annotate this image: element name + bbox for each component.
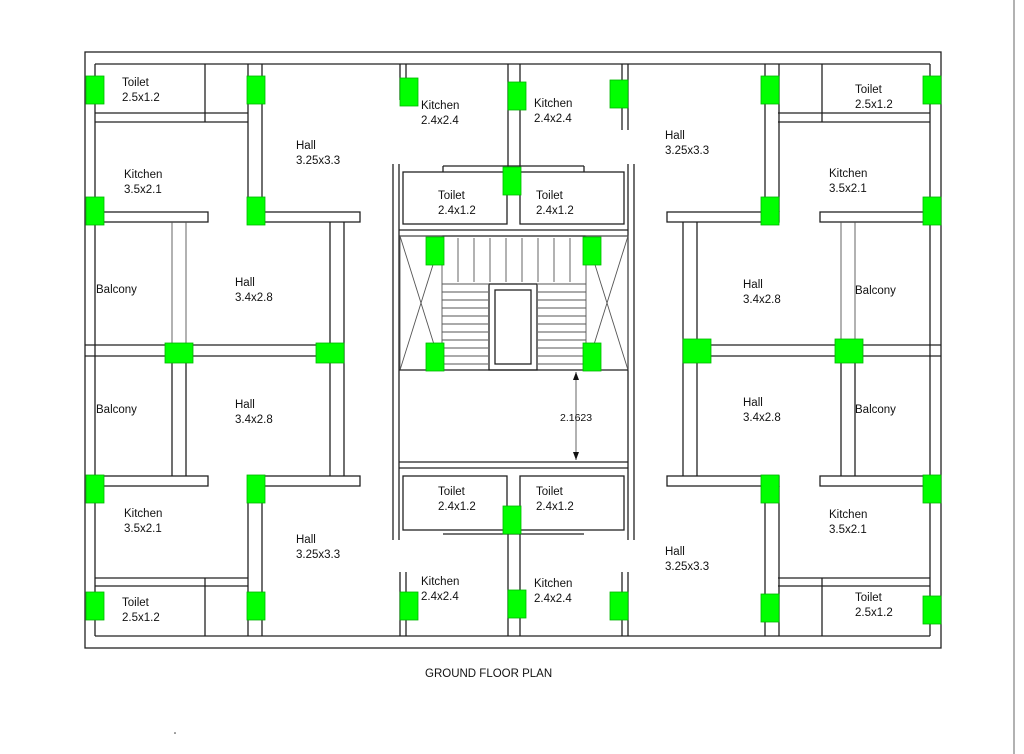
structural-column: [425, 236, 445, 266]
structural-column: [246, 196, 266, 226]
room-size: 2.5x1.2: [855, 607, 893, 619]
room-size: 3.25x3.3: [296, 155, 340, 167]
room-size: 3.4x2.8: [235, 414, 273, 426]
room-name: Hall: [296, 534, 316, 546]
structural-column: [682, 338, 712, 364]
room-name: Balcony: [96, 404, 137, 416]
room-name: Toilet: [122, 597, 150, 609]
room-size: 3.4x2.8: [743, 294, 781, 306]
room-size: 2.4x1.2: [438, 205, 476, 217]
structural-column: [609, 79, 629, 109]
structural-column: [760, 196, 780, 226]
structural-column: [502, 505, 522, 535]
structural-column: [760, 593, 780, 623]
structural-column: [85, 75, 105, 105]
room-size: 3.5x2.1: [829, 183, 867, 195]
structural-column: [85, 474, 105, 504]
structural-column: [922, 196, 942, 226]
room-name: Toilet: [536, 190, 564, 202]
room-name: Balcony: [855, 285, 896, 297]
room-name: Kitchen: [534, 98, 572, 110]
structural-column: [922, 595, 942, 625]
room-name: Toilet: [855, 592, 883, 604]
outer-wall: [84, 51, 942, 649]
room-size: 2.4x2.4: [421, 115, 459, 127]
structural-column: [502, 166, 522, 196]
structural-column: [922, 75, 942, 105]
room-size: 2.5x1.2: [122, 92, 160, 104]
room-size: 3.25x3.3: [665, 561, 709, 573]
room-name: Kitchen: [534, 578, 572, 590]
room-size: 2.4x1.2: [438, 501, 476, 513]
room-name: Hall: [665, 130, 685, 142]
room-size: 3.4x2.8: [743, 412, 781, 424]
room-size: 2.4x1.2: [536, 205, 574, 217]
stair-dimension-label: 2.1623: [560, 412, 592, 424]
room-size: 2.5x1.2: [122, 612, 160, 624]
room-name: Toilet: [438, 486, 466, 498]
room-name: Kitchen: [421, 100, 459, 112]
room-name: Toilet: [855, 84, 883, 96]
structural-column: [582, 236, 602, 266]
structural-column: [507, 81, 527, 111]
structural-column: [85, 196, 105, 226]
structural-column: [399, 77, 419, 107]
structural-column: [246, 591, 266, 621]
room-name: Hall: [235, 277, 255, 289]
room-name: Hall: [296, 140, 316, 152]
room-size: 2.4x1.2: [536, 501, 574, 513]
room-size: 2.5x1.2: [855, 99, 893, 111]
room-size: 3.4x2.8: [235, 292, 273, 304]
columns: [85, 75, 942, 625]
walls: [84, 51, 942, 649]
structural-column: [425, 342, 445, 372]
room-name: Balcony: [855, 404, 896, 416]
room-name: Hall: [743, 397, 763, 409]
structural-column: [399, 591, 419, 621]
room-size: 2.4x2.4: [534, 593, 572, 605]
plan-title: GROUND FLOOR PLAN: [425, 668, 552, 680]
structural-column: [760, 474, 780, 504]
structural-column: [922, 474, 942, 504]
stray-dot: [174, 732, 176, 734]
structural-column: [246, 75, 266, 105]
room-labels: Toilet 2.5x1.2 Hall 3.25x3.3 Kitchen 2.4…: [96, 77, 896, 624]
room-name: Toilet: [536, 486, 564, 498]
structural-column: [246, 474, 266, 504]
structural-column: [609, 591, 629, 621]
room-name: Kitchen: [124, 508, 162, 520]
room-name: Kitchen: [829, 168, 867, 180]
room-name: Kitchen: [124, 169, 162, 181]
structural-column: [507, 589, 527, 619]
room-size: 3.5x2.1: [124, 184, 162, 196]
room-name: Hall: [235, 399, 255, 411]
room-size: 3.25x3.3: [296, 549, 340, 561]
room-size: 3.5x2.1: [124, 523, 162, 535]
room-name: Hall: [743, 279, 763, 291]
room-name: Balcony: [96, 284, 137, 296]
structural-column: [315, 342, 345, 364]
room-size: 2.4x2.4: [421, 591, 459, 603]
room-name: Kitchen: [829, 509, 867, 521]
room-name: Kitchen: [421, 576, 459, 588]
room-name: Toilet: [122, 77, 150, 89]
room-size: 3.5x2.1: [829, 524, 867, 536]
room-size: 3.25x3.3: [665, 145, 709, 157]
structural-column: [582, 342, 602, 372]
structural-column: [760, 75, 780, 105]
room-name: Toilet: [438, 190, 466, 202]
room-name: Hall: [665, 546, 685, 558]
structural-column: [85, 591, 105, 621]
structural-column: [164, 342, 194, 364]
structural-column: [834, 338, 864, 364]
room-size: 2.4x2.4: [534, 113, 572, 125]
